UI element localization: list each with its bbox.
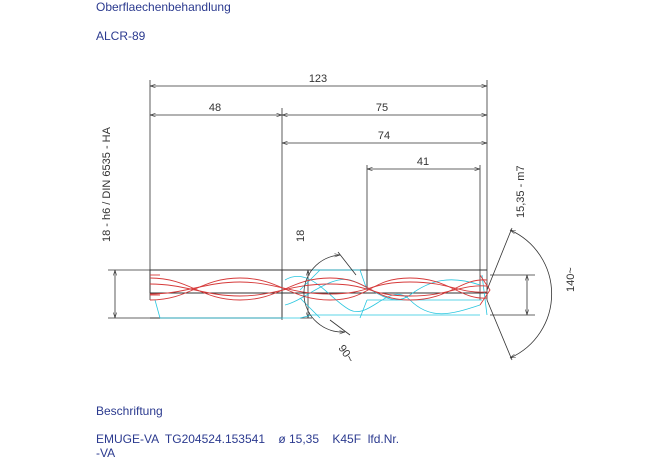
- helix-angle: 90~: [336, 343, 357, 365]
- coating-name: ALCR-89: [96, 29, 146, 43]
- angle-arcs: [303, 227, 553, 361]
- dim-cutting: 41: [417, 156, 429, 168]
- dim-body: 74: [378, 130, 390, 142]
- dim-shank-diameter: 18: [295, 230, 307, 242]
- dim-flute-total: 75: [376, 102, 388, 114]
- dim-overall: 123: [309, 73, 327, 85]
- engraving-line-1: EMUGE-VA TG204524.153541 ø 15,35 K45F lf…: [96, 432, 400, 446]
- engraving-line-2: -VA: [96, 446, 116, 460]
- cutting-diameter-spec: 15,35 - m7: [515, 165, 527, 218]
- point-angle: 140~: [565, 267, 577, 292]
- dim-shank: 48: [209, 102, 221, 114]
- shank-spec: 18 - h6 / DIN 6535 - HA: [101, 126, 113, 242]
- surface-treatment-title: Oberflaechenbehandlung: [96, 0, 231, 14]
- cutting-edges: [149, 274, 491, 306]
- helix-angle-arc: [303, 255, 345, 332]
- label-section-title: Beschriftung: [96, 404, 163, 418]
- point-angle-arc: [510, 230, 553, 358]
